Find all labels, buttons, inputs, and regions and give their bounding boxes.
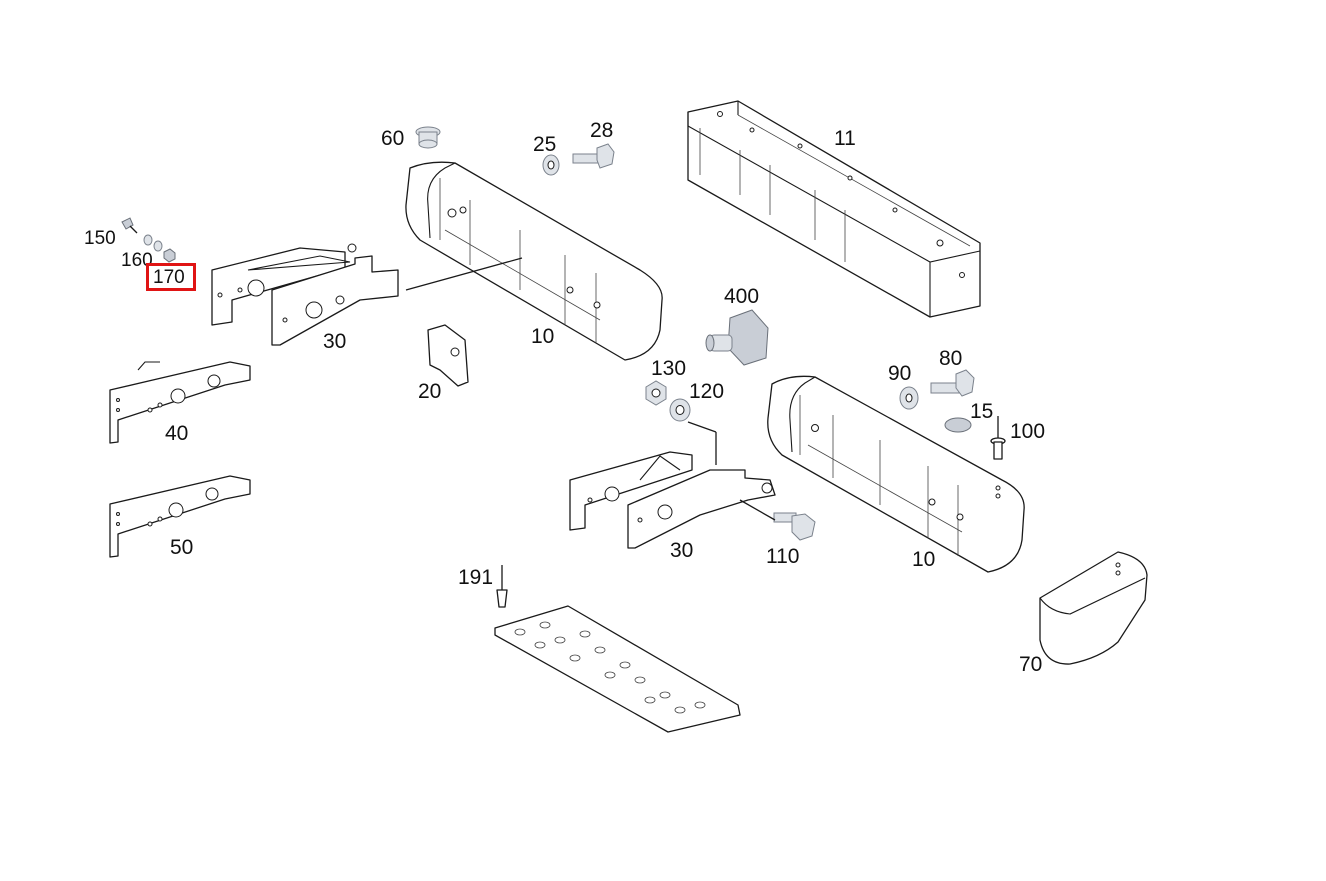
part-110-bolt: [773, 512, 816, 541]
callout-11[interactable]: 11: [834, 127, 856, 150]
callout-30-lower[interactable]: 30: [670, 539, 694, 562]
part-130-nut: [645, 380, 667, 406]
part-160-washer: [143, 234, 163, 252]
part-20-small-bracket: [427, 324, 469, 387]
part-120-washer: [669, 398, 691, 422]
callout-150[interactable]: 150: [84, 228, 116, 249]
part-70-end-cap: [1039, 551, 1148, 665]
part-191-tread-plate: [494, 565, 741, 733]
part-30-bracket-upper: [211, 243, 399, 346]
callout-160[interactable]: 160: [121, 250, 153, 271]
callout-130[interactable]: 130: [651, 357, 687, 380]
part-11-crossmember: [687, 100, 981, 318]
part-90-washer: [899, 386, 919, 410]
part-60-plug: [415, 126, 441, 149]
callout-110[interactable]: 110: [766, 545, 800, 568]
part-100-rivet: [990, 416, 1006, 460]
part-25-washer: [542, 154, 560, 176]
part-80-bolt: [930, 369, 975, 397]
callout-28[interactable]: 28: [590, 119, 614, 142]
callout-15[interactable]: 15: [970, 400, 994, 423]
callout-70[interactable]: 70: [1019, 653, 1043, 676]
part-40-plate: [109, 361, 251, 444]
part-28-bolt: [572, 143, 615, 169]
callout-40[interactable]: 40: [165, 422, 189, 445]
callout-60[interactable]: 60: [381, 127, 405, 150]
part-400-connector: [705, 309, 769, 366]
callout-120[interactable]: 120: [689, 380, 725, 403]
part-15-plug: [944, 417, 972, 433]
leader-lines: [405, 257, 776, 521]
callout-170-highlight: [146, 263, 196, 291]
callout-90[interactable]: 90: [888, 362, 912, 385]
callout-30-upper[interactable]: 30: [323, 330, 347, 353]
callout-170[interactable]: 170: [153, 267, 185, 288]
part-170-nut: [163, 248, 176, 263]
callout-50[interactable]: 50: [170, 536, 194, 559]
callout-20[interactable]: 20: [418, 380, 442, 403]
part-50-plate: [109, 475, 251, 558]
callout-10-lower[interactable]: 10: [912, 548, 936, 571]
callout-80[interactable]: 80: [939, 347, 963, 370]
callout-10-upper[interactable]: 10: [531, 325, 555, 348]
callout-25[interactable]: 25: [533, 133, 557, 156]
callout-100[interactable]: 100: [1010, 420, 1046, 443]
part-10-step-box-upper: [405, 161, 663, 361]
callout-400[interactable]: 400: [724, 285, 760, 308]
part-10-step-box-lower: [767, 375, 1025, 573]
part-150-bolt: [121, 217, 138, 234]
callout-191[interactable]: 191: [458, 566, 494, 589]
part-30-bracket-lower: [569, 451, 776, 549]
